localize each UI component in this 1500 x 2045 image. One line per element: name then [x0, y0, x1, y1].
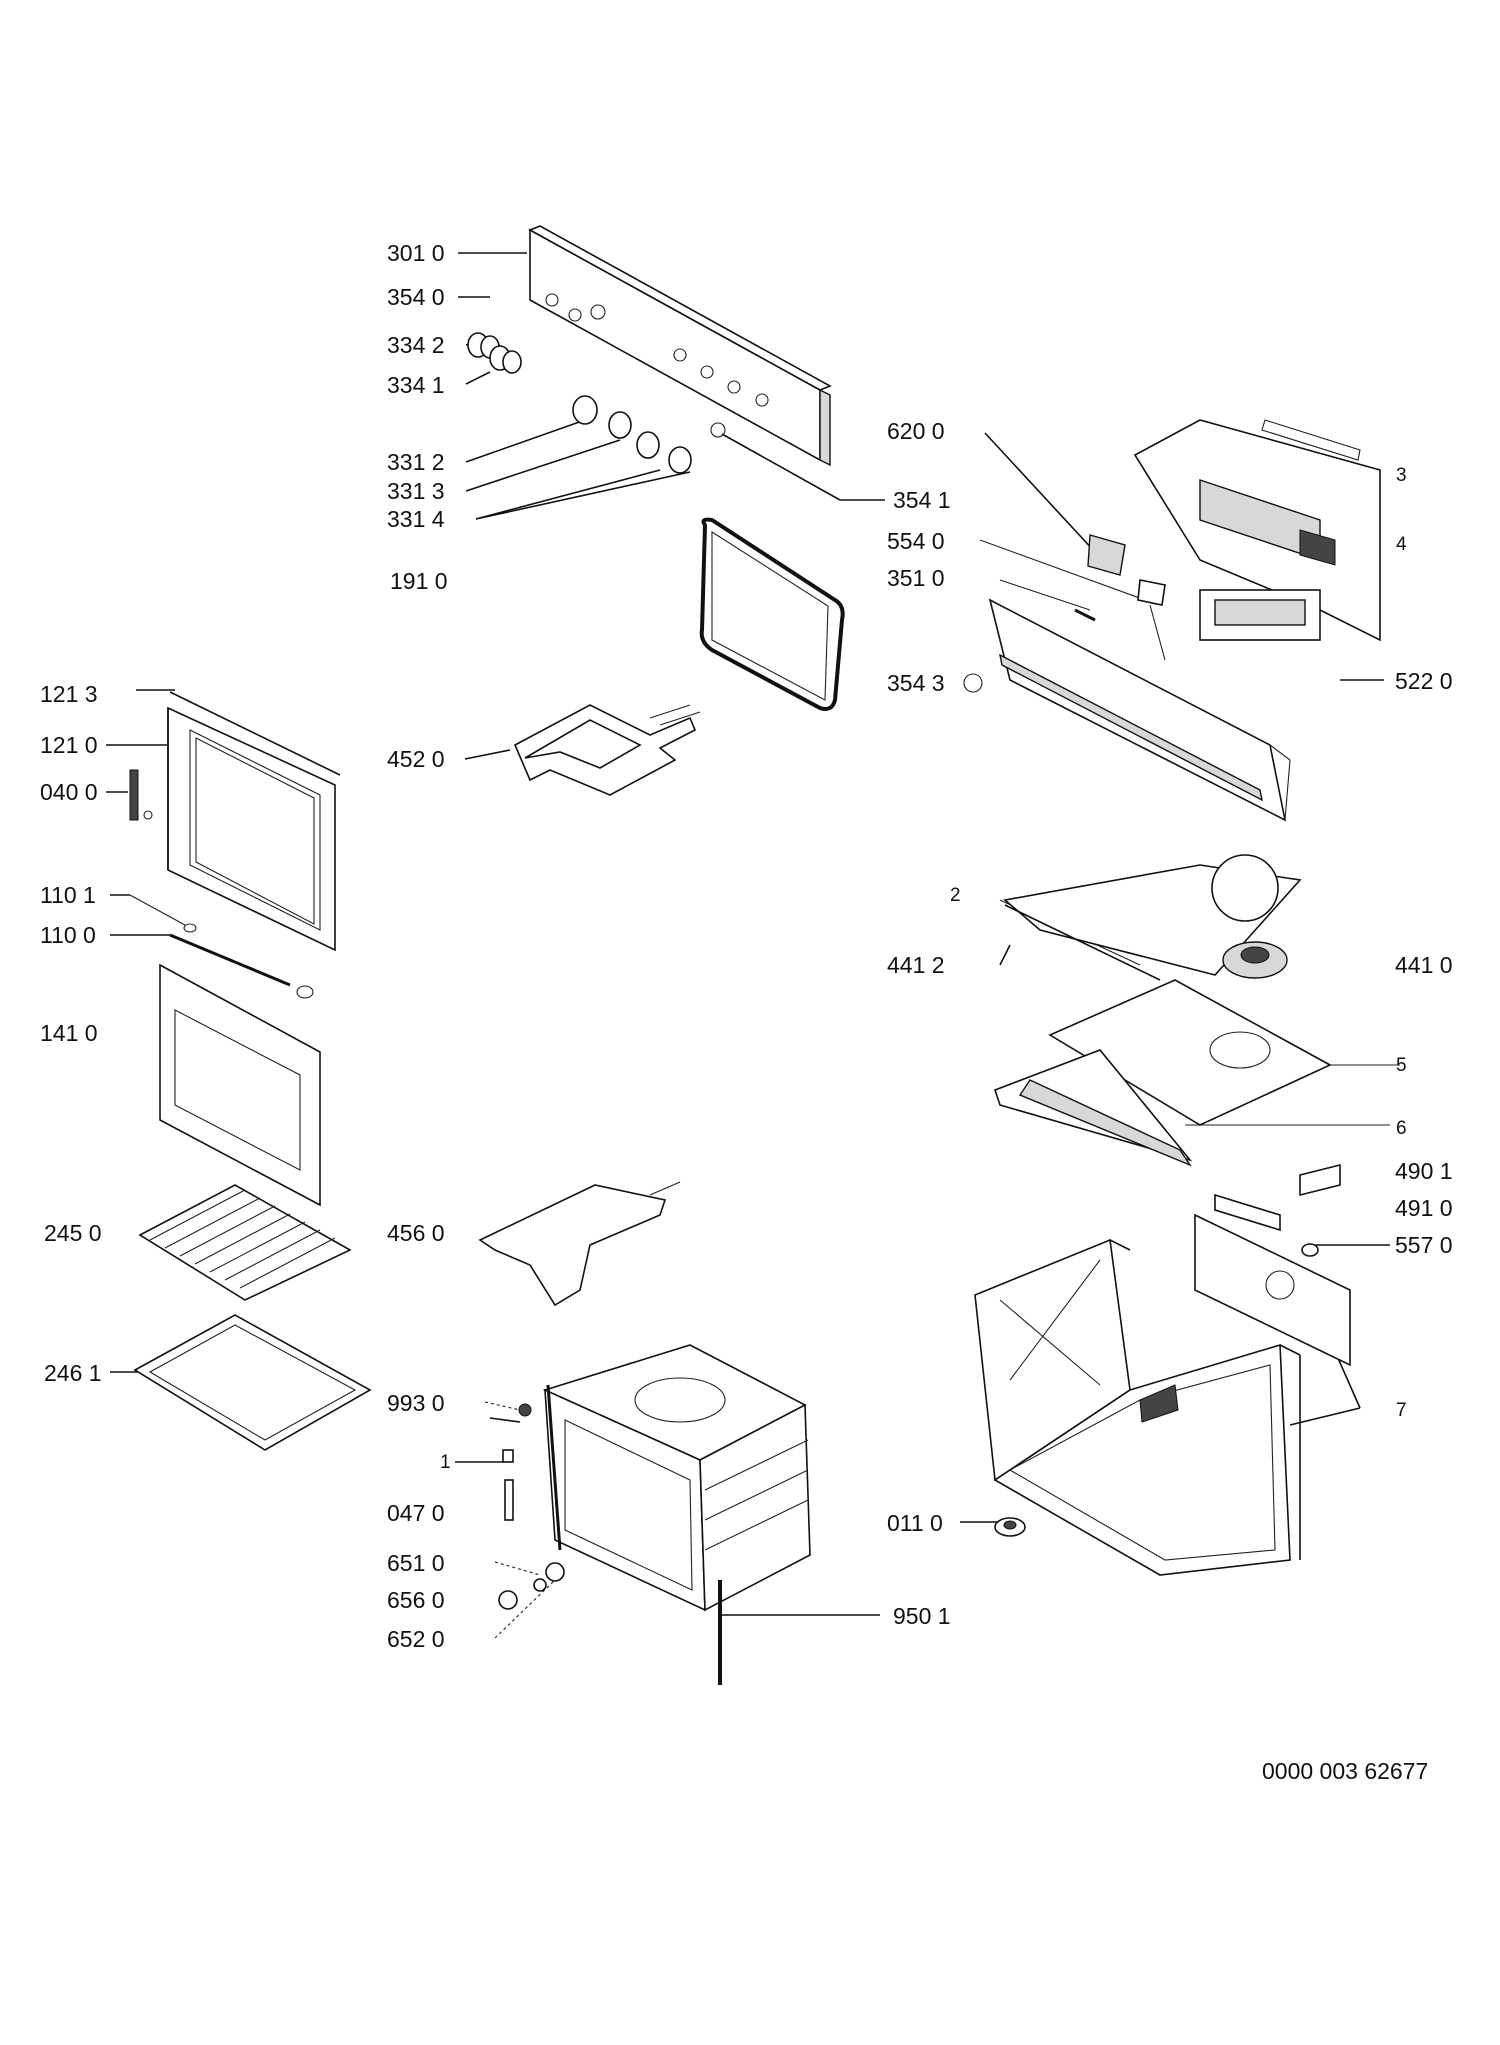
label-441-0: 441 0: [1395, 952, 1453, 978]
label-452-0: 452 0: [387, 746, 445, 772]
label-491-0: 491 0: [1395, 1195, 1453, 1221]
label-490-1: 490 1: [1395, 1158, 1453, 1184]
label-191-0: 191 0: [390, 568, 448, 594]
part-bottom-element: [478, 1181, 681, 1307]
label-110-1: 110 1: [40, 882, 96, 908]
label-522-0: 522 0: [1395, 668, 1453, 694]
label-301-0: 301 0: [387, 240, 445, 266]
label-1: 1: [440, 1452, 451, 1473]
label-557-0: 557 0: [1395, 1232, 1453, 1258]
label-441-2: 441 2: [887, 952, 945, 978]
label-334-2: 334 2: [387, 332, 445, 358]
part-hinge: [129, 769, 153, 821]
label-245-0: 245 0: [44, 1220, 102, 1246]
label-6: 6: [1396, 1118, 1407, 1139]
part-oven-cavity: [542, 1344, 811, 1612]
part-fasteners: [489, 1403, 565, 1610]
label-456-0: 456 0: [387, 1220, 445, 1246]
label-331-3: 331 3: [387, 478, 445, 504]
label-331-4: 331 4: [387, 506, 445, 532]
label-4: 4: [1396, 534, 1407, 555]
part-fan-cover: [1003, 854, 1302, 981]
label-554-0: 554 0: [887, 528, 945, 554]
part-baffle-plates: [993, 979, 1332, 1167]
label-5: 5: [1396, 1055, 1407, 1076]
label-656-0: 656 0: [387, 1587, 445, 1613]
label-651-0: 651 0: [387, 1550, 445, 1576]
part-terminal-blocks: [1214, 1163, 1341, 1257]
label-652-0: 652 0: [387, 1626, 445, 1652]
label-047-0: 047 0: [387, 1500, 445, 1526]
part-hinge-bar: [169, 923, 314, 999]
label-121-0: 121 0: [40, 732, 98, 758]
part-top-heating-element: [513, 704, 701, 796]
label-040-0: 040 0: [40, 779, 98, 805]
part-outer-door: [167, 691, 341, 952]
part-control-panel: [528, 225, 832, 467]
part-switch-thermostat: [1074, 534, 1166, 661]
part-knobs: [467, 332, 692, 474]
part-inner-glass: [159, 963, 321, 1207]
part-front-frame: [963, 598, 1291, 822]
label-110-0: 110 0: [40, 922, 96, 948]
part-door-seal: [699, 517, 845, 711]
part-baking-tray: [133, 1314, 372, 1451]
document-number: 0000 003 62677: [1262, 1758, 1429, 1784]
label-993-0: 993 0: [387, 1390, 445, 1416]
part-foot: [994, 1517, 1026, 1537]
label-331-2: 331 2: [387, 449, 445, 475]
part-wire-rack: [138, 1184, 352, 1301]
label-354-3: 354 3: [887, 670, 945, 696]
label-354-1: 354 1: [893, 487, 951, 513]
part-casing: [974, 1213, 1351, 1576]
label-141-0: 141 0: [40, 1020, 98, 1046]
label-011-0: 011 0: [887, 1510, 943, 1536]
label-246-1: 246 1: [44, 1360, 102, 1386]
label-354-0: 354 0: [387, 284, 445, 310]
label-121-3: 121 3: [40, 681, 98, 707]
label-334-1: 334 1: [387, 372, 445, 398]
label-3: 3: [1396, 465, 1407, 486]
label-351-0: 351 0: [887, 565, 945, 591]
label-2: 2: [950, 885, 961, 906]
part-rear-top-panel: [1133, 419, 1381, 642]
label-620-0: 620 0: [887, 418, 945, 444]
label-7: 7: [1396, 1400, 1407, 1421]
label-950-1: 950 1: [893, 1603, 951, 1629]
